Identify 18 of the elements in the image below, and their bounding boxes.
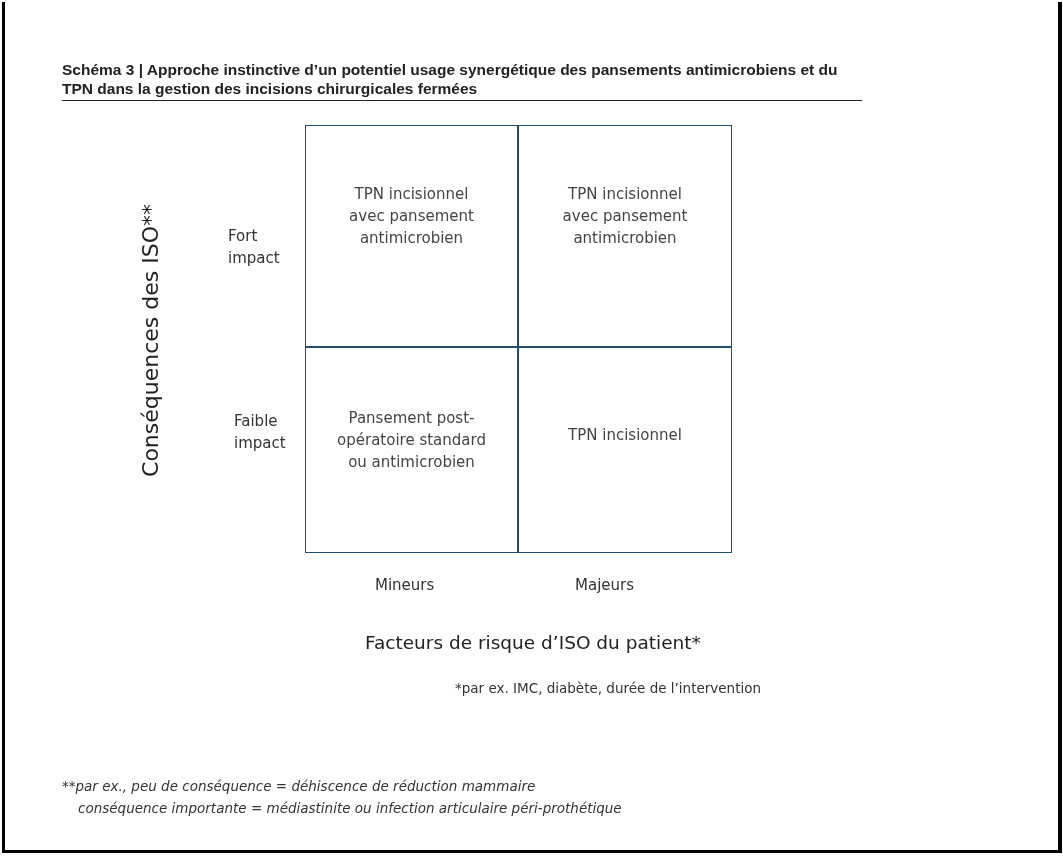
cell-text: TPN incisionnel avec pansement antimicrobien [561, 184, 689, 249]
matrix-cell [305, 347, 518, 553]
matrix-cell [518, 347, 732, 553]
row-label: Faible impact [234, 411, 287, 454]
matrix-cell [305, 125, 518, 347]
footnote: **par ex., peu de conséquence = déhiscence de réduction mammaire [62, 778, 536, 794]
footnote: *par ex. IMC, diabète, durée de l’intervention [455, 680, 762, 696]
matrix-cell [518, 125, 732, 347]
cell-text: TPN incisionnel avec pansement antimicrobien [348, 184, 475, 249]
footnote: conséquence importante = médiastinite ou infection articulaire péri-prothétique [78, 800, 622, 816]
diagram-title: Schéma 3 | Approche instinctive d’un potentiel usage synergétique des pansements antimicrobiens et du TPN dans la gestion des incisions chirurgicales fermées [62, 60, 862, 101]
row-label: Fort impact [228, 226, 281, 269]
cell-text: TPN incisionnel [568, 425, 682, 446]
y-axis-title: Conséquences des ISO** [137, 203, 163, 477]
column-label: Majeurs [575, 576, 635, 594]
cell-text: Pansement post-opératoire standard ou antimicrobien [336, 408, 487, 473]
x-axis-title: Facteurs de risque d’ISO du patient* [365, 632, 701, 653]
column-label: Mineurs [375, 576, 435, 594]
